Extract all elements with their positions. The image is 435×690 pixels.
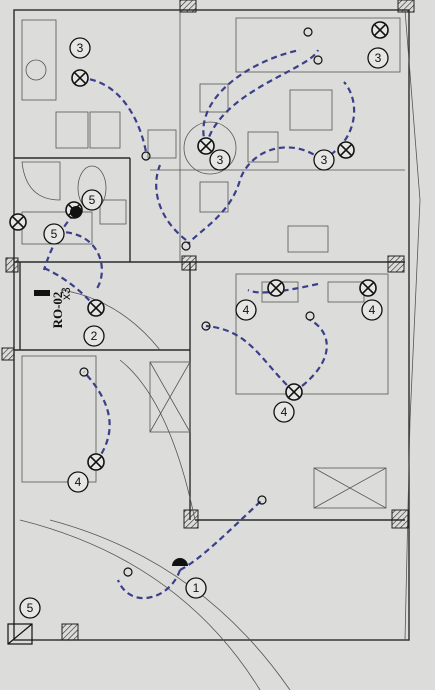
svg-text:3: 3 xyxy=(77,41,84,55)
circuit-markers: 3 3 3 3 5 5 2 4 xyxy=(19,37,389,619)
multiplier-label: x3 xyxy=(59,287,73,300)
lamp-icon xyxy=(87,299,105,317)
circuit-marker-4: 4 xyxy=(235,299,257,321)
svg-text:3: 3 xyxy=(375,51,382,65)
lamp-icon xyxy=(359,279,377,297)
structural-columns xyxy=(1,0,415,641)
svg-text:1: 1 xyxy=(193,581,200,595)
lamp-icon xyxy=(87,453,105,471)
meter-box xyxy=(7,623,33,645)
svg-text:4: 4 xyxy=(281,405,288,419)
lamp-icon xyxy=(337,141,355,159)
distribution-board: RO-02 x3 xyxy=(34,287,73,328)
circuit-marker-3: 3 xyxy=(209,149,231,171)
walls xyxy=(13,9,421,690)
switches xyxy=(70,27,323,577)
circuit-marker-4: 4 xyxy=(361,299,383,321)
circuit-marker-5: 5 xyxy=(19,597,41,619)
circuit-marker-1: 1 xyxy=(185,577,207,599)
circuit-marker-3: 3 xyxy=(367,47,389,69)
room-label: RO-02 xyxy=(50,292,65,329)
svg-text:3: 3 xyxy=(217,153,224,167)
lamp-icon xyxy=(371,21,389,39)
circuit-marker-3: 3 xyxy=(69,37,91,59)
svg-text:4: 4 xyxy=(369,303,376,317)
lamp-icon xyxy=(9,213,27,231)
lamp-icon xyxy=(285,383,303,401)
svg-text:3: 3 xyxy=(321,153,328,167)
svg-text:5: 5 xyxy=(89,193,96,207)
svg-text:5: 5 xyxy=(51,227,58,241)
svg-text:2: 2 xyxy=(91,329,98,343)
circuit-marker-5: 5 xyxy=(43,223,65,245)
svg-text:4: 4 xyxy=(243,303,250,317)
circuit-marker-3: 3 xyxy=(313,149,335,171)
svg-text:4: 4 xyxy=(75,475,82,489)
lamp-icon xyxy=(71,69,89,87)
circuit-marker-4: 4 xyxy=(273,401,295,423)
circuit-marker-2: 2 xyxy=(83,325,105,347)
circuit-marker-5: 5 xyxy=(81,189,103,211)
circuit-marker-4: 4 xyxy=(67,471,89,493)
lamp-icon xyxy=(197,137,215,155)
svg-text:5: 5 xyxy=(27,601,34,615)
lamp-icon xyxy=(267,279,285,297)
